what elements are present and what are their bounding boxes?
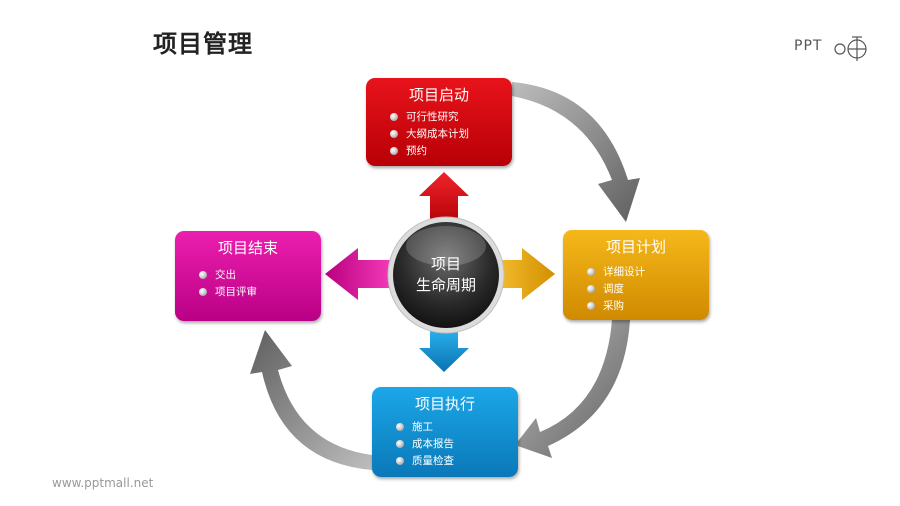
bullet-icon	[396, 440, 404, 448]
list-item: 预约	[390, 143, 469, 160]
center-label-line1: 项目	[430, 255, 461, 273]
list-item: 成本报告	[396, 436, 454, 453]
center-label: 项目 生命周期	[398, 254, 494, 296]
list-item: 质量检查	[396, 453, 454, 470]
page-title: 项目管理	[153, 30, 253, 58]
curved-arrow-icon	[512, 82, 640, 222]
straight-arrow-icon	[419, 172, 469, 220]
bullet-icon	[587, 285, 595, 293]
bullet-icon	[390, 130, 398, 138]
stage-end-title: 项目结束	[217, 239, 278, 257]
list-item: 大纲成本计划	[390, 126, 469, 143]
straight-arrow-icon	[419, 328, 469, 372]
bullet-icon	[199, 288, 207, 296]
brand-logo: PPT	[794, 34, 874, 64]
list-item: 可行性研究	[390, 109, 469, 126]
stage-exec-list: 施工 成本报告 质量检查	[396, 419, 454, 470]
curved-arrow-icon	[515, 320, 630, 458]
logo-text: PPT	[794, 38, 823, 54]
list-item: 采购	[587, 298, 645, 315]
stage-exec-box: 项目执行 施工 成本报告 质量检查	[372, 387, 518, 477]
list-item: 项目评审	[199, 284, 257, 301]
bullet-icon	[390, 113, 398, 121]
bullet-icon	[587, 268, 595, 276]
stage-start-title: 项目启动	[408, 86, 469, 104]
stage-start-list: 可行性研究 大纲成本计划 预约	[390, 109, 469, 160]
stage-start-box: 项目启动 可行性研究 大纲成本计划 预约	[366, 78, 512, 166]
list-item: 施工	[396, 419, 454, 436]
straight-arrow-icon	[325, 248, 390, 300]
list-item: 调度	[587, 281, 645, 298]
stage-plan-list: 详细设计 调度 采购	[587, 264, 645, 315]
bullet-icon	[199, 271, 207, 279]
stage-exec-title: 项目执行	[414, 395, 475, 413]
stage-end-list: 交出 项目评审	[199, 267, 257, 301]
center-label-line2: 生命周期	[415, 276, 476, 294]
stage-end-box: 项目结束 交出 项目评审	[175, 231, 321, 321]
bullet-icon	[396, 457, 404, 465]
bullet-icon	[587, 302, 595, 310]
center-circle	[393, 222, 499, 328]
straight-arrow-icon	[498, 248, 555, 300]
bullet-icon	[396, 423, 404, 431]
footer-url[interactable]: www.pptmall.net	[52, 476, 154, 490]
list-item: 交出	[199, 267, 257, 284]
curved-arrow-icon	[250, 330, 372, 470]
bullet-icon	[390, 147, 398, 155]
logo-mark-icon	[834, 36, 867, 61]
stage-plan-box: 项目计划 详细设计 调度 采购	[563, 230, 709, 320]
list-item: 详细设计	[587, 264, 645, 281]
stage-plan-title: 项目计划	[605, 238, 666, 256]
